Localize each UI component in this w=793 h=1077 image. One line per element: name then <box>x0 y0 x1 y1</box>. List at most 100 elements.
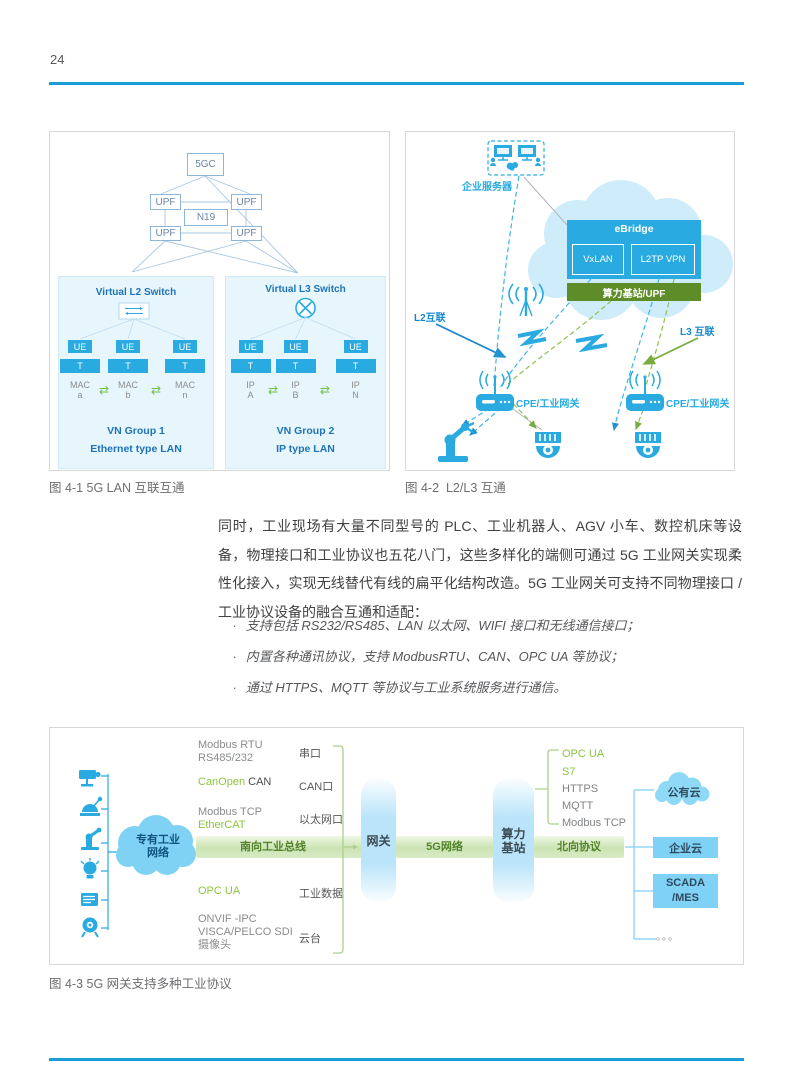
l2-link-label: L2互联 <box>414 313 446 324</box>
bullet-marker: · <box>232 680 237 695</box>
cpe-right-label: CPE/工业网关 <box>666 399 730 410</box>
robot-station-icon <box>80 796 103 816</box>
vn-group-1: VN Group 1 <box>107 425 165 437</box>
fig1-panel-icons <box>79 297 356 340</box>
north-protocol-opcua: OPC UA <box>562 748 605 760</box>
north-bracket <box>535 749 559 825</box>
protocol-modbus-tcp: Modbus TCP <box>198 806 262 818</box>
l2tp-vpn-box: L2TP VPN <box>631 244 695 275</box>
bullet-marker: · <box>232 649 237 664</box>
exchange-arrow-icon: ⇄ <box>267 383 279 397</box>
cpe-left-label: CPE/工业网关 <box>516 399 580 410</box>
node-5gc: 5GC <box>187 153 224 176</box>
lan-type-2: IP type LAN <box>276 443 335 455</box>
robot-arm-icon <box>81 827 102 850</box>
protocol-camera: 摄像头 <box>198 939 231 951</box>
protocol-visca: VISCA/PELCO SDI <box>198 926 293 938</box>
figure-5g-lan: 5GC UPF UPF N19 UPF UPF Virtual L2 Switc… <box>49 131 390 471</box>
north-protocol-s7: S7 <box>562 766 576 778</box>
north-protocol-modbus-tcp: Modbus TCP <box>562 817 626 829</box>
node-upf-tr: UPF <box>231 194 262 210</box>
ue-box: UE <box>238 340 263 353</box>
robot-arm-icon <box>438 421 475 462</box>
private-network-cloud <box>116 815 196 875</box>
bullet-item: ·支持包括 RS232/RS485、LAN 以太网、WIFI 接口和无线通信接口… <box>232 618 640 633</box>
gateway-pill: 网关 <box>361 778 396 903</box>
ebridge-box: eBridge VxLAN L2TP VPN <box>567 220 701 279</box>
port-ptz: 云台 <box>299 933 321 945</box>
cpe-router-left-icon <box>476 370 514 411</box>
lightning-bolt-icon <box>517 328 547 347</box>
t-box: T <box>230 359 271 373</box>
cctv-camera-icon <box>79 770 101 787</box>
5g-network-band: 5G网络 <box>396 836 493 858</box>
fig3-graphics <box>79 745 710 954</box>
enterprise-server-icon <box>487 140 545 176</box>
edge-base-pill: 算力 基站 <box>493 778 534 903</box>
public-cloud-shape <box>655 772 710 805</box>
ue-box: UE <box>283 340 308 353</box>
vn-group-2: VN Group 2 <box>276 425 335 437</box>
ue-box: UE <box>343 340 368 353</box>
node-n19: N19 <box>184 209 228 226</box>
protocol-onvif: ONVIF -IPC <box>198 913 257 925</box>
ebridge-title: eBridge <box>614 223 654 235</box>
private-network-label: 专有工业 网络 <box>136 834 180 859</box>
south-bus-band: 南向工业总线 <box>196 836 394 858</box>
north-protocol-mqtt: MQTT <box>562 800 594 812</box>
l2-panel-title: Virtual L2 Switch <box>95 287 177 298</box>
port-serial: 串口 <box>299 748 321 760</box>
l3-link-arrow <box>642 337 699 365</box>
t-box: T <box>275 359 316 373</box>
enterprise-server-label: 企业服务器 <box>462 182 512 193</box>
ellipsis-dots: 。。。 <box>656 932 679 943</box>
protocol-rs485: RS485/232 <box>198 752 254 764</box>
exchange-arrow-icon: ⇄ <box>319 383 331 397</box>
l3-link-label: L3 互联 <box>680 327 715 338</box>
bullet-item: ·内置各种通讯协议，支持 ModbusRTU、CAN、OPC UA 等协议； <box>232 649 624 664</box>
port-industrial-data: 工业数据 <box>299 888 343 900</box>
protocol-canopen: CanOpen CAN <box>198 776 272 788</box>
scada-mes-box: SCADA /MES <box>653 874 718 908</box>
public-cloud-label: 公有云 <box>667 787 701 799</box>
south-bracket <box>333 745 353 954</box>
exchange-arrow-icon: ⇄ <box>98 383 110 397</box>
footer-rule <box>49 1058 744 1061</box>
fig1-caption: 图 4-1 5G LAN 互联互通 <box>49 481 185 495</box>
plc-device-icon <box>81 893 98 906</box>
lan-type-1: Ethernet type LAN <box>90 443 182 455</box>
page-number: 24 <box>50 52 65 67</box>
header-rule <box>49 82 744 85</box>
webcam-icon <box>81 917 99 938</box>
fig3-caption: 图 4-3 5G 网关支持多种工业协议 <box>49 977 232 991</box>
body-paragraph: 同时，工业现场有大量不同型号的 PLC、工业机器人、AGV 小车、数控机床等设备… <box>218 518 742 620</box>
smart-bulb-icon <box>80 858 100 879</box>
device-bracket <box>101 774 122 930</box>
ue-box: UE <box>68 340 92 353</box>
north-protocol-band: 北向协议 <box>534 836 624 858</box>
node-upf-br: UPF <box>231 226 262 241</box>
bullet-marker: · <box>232 618 237 633</box>
figure-protocols: 南向工业总线 5G网络 北向协议 <box>49 727 744 965</box>
figure-l2-l3-interworking: 企业服务器 eBridge VxLAN L2TP VPN 算力基站/UPF L2… <box>405 131 735 471</box>
port-ethernet: 以太网口 <box>299 814 343 826</box>
exchange-arrow-icon: ⇄ <box>150 383 162 397</box>
fig1-connector-lines <box>131 175 299 274</box>
enterprise-cloud-box: 企业云 <box>653 837 718 858</box>
node-upf-bl: UPF <box>150 226 181 241</box>
edge-base-upf-bar: 算力基站/UPF <box>567 283 701 301</box>
targets-bracket <box>625 789 656 940</box>
cpe-router-right-icon <box>626 370 664 411</box>
vxlan-box: VxLAN <box>572 244 624 275</box>
t-box: T <box>335 359 376 373</box>
ue-box: UE <box>173 340 197 353</box>
lightning-bolt-icon <box>575 333 608 353</box>
l3-panel-title: Virtual L3 Switch <box>265 284 346 295</box>
